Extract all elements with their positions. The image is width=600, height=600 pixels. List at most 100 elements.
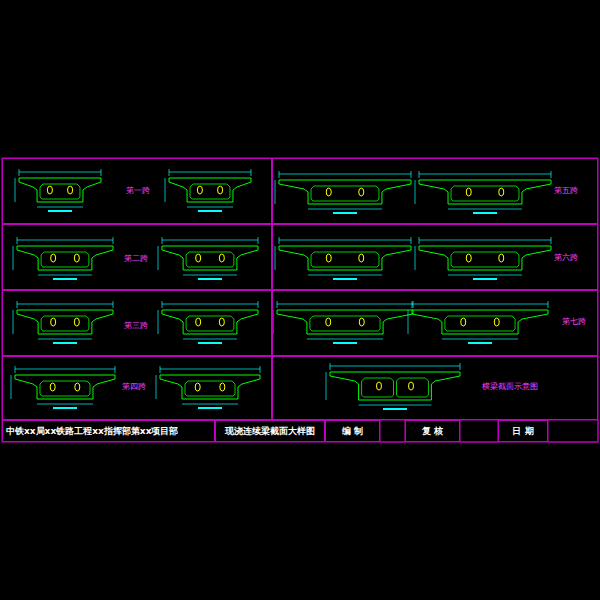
girder-outline	[169, 178, 251, 202]
box-void	[397, 378, 429, 397]
dimension-line	[419, 174, 551, 175]
box-void	[186, 252, 234, 267]
girder-outline	[160, 375, 260, 399]
title-block-cell: 现浇连续梁截面大样图	[215, 420, 325, 442]
dimension-tick	[19, 169, 20, 176]
box-void	[186, 316, 234, 331]
dimension-line	[162, 240, 258, 241]
dimension-line	[15, 178, 16, 202]
section-mark	[333, 342, 357, 344]
dimension-line	[162, 304, 258, 305]
duct-symbol	[359, 318, 364, 326]
title-block-cell: 编 制	[325, 420, 380, 442]
box-void	[185, 381, 235, 396]
dimension-line	[279, 174, 411, 175]
dimension-tick	[113, 301, 114, 308]
box-void	[311, 186, 379, 201]
section-mark	[468, 342, 492, 344]
dimension-line	[330, 366, 460, 367]
dimension-tick	[113, 237, 114, 244]
duct-symbol	[461, 318, 466, 326]
duct-symbol	[326, 254, 331, 262]
title-block-cell: 日 期	[498, 420, 548, 442]
box-void	[311, 252, 379, 267]
dimension-tick	[411, 237, 412, 244]
span-label: 第六跨	[553, 253, 579, 263]
duct-symbol	[196, 318, 201, 326]
dimension-tick	[17, 237, 18, 244]
title-text: 复 核	[422, 426, 443, 437]
span-panel: 第六跨	[272, 224, 598, 290]
box-void	[190, 184, 230, 199]
title-text: 现浇连续梁截面大样图	[225, 426, 315, 437]
duct-symbol	[466, 254, 471, 262]
box-void	[41, 316, 89, 331]
section-mark	[48, 210, 72, 212]
duct-symbol	[51, 318, 56, 326]
dimension-line	[11, 375, 12, 399]
dimension-tick	[330, 363, 331, 370]
dimension-tick	[160, 366, 161, 373]
girder-outline	[17, 246, 113, 270]
dimension-tick	[551, 171, 552, 178]
title-block-cell: 中铁xx局xx铁路工程xx指挥部第xx项目部	[2, 420, 215, 442]
dimension-line	[448, 209, 522, 210]
span-panel: 第一跨	[2, 158, 272, 224]
span-panel: 第四跨	[2, 356, 272, 420]
dimension-line	[359, 405, 432, 406]
span-label: 第三跨	[123, 321, 149, 331]
dimension-line	[415, 180, 416, 204]
duct-symbol	[326, 318, 331, 326]
title-block-cell: 复 核	[405, 420, 460, 442]
box-void	[41, 252, 89, 267]
duct-symbol	[376, 382, 381, 390]
section-mark	[333, 212, 357, 214]
span-panel: 第五跨	[272, 158, 598, 224]
duct-symbol	[50, 383, 55, 391]
section-mark	[198, 278, 222, 280]
dimension-tick	[162, 301, 163, 308]
dimension-tick	[460, 363, 461, 370]
duct-symbol	[195, 383, 200, 391]
dimension-line	[13, 246, 14, 270]
duct-symbol	[359, 188, 364, 196]
dimension-tick	[419, 171, 420, 178]
title-cell	[548, 420, 598, 442]
duct-symbol	[326, 188, 331, 196]
girder-outline	[419, 180, 551, 204]
duct-symbol	[74, 318, 79, 326]
dimension-line	[307, 339, 383, 340]
dimension-line	[156, 375, 157, 399]
section-mark	[383, 408, 407, 410]
dimension-line	[37, 404, 93, 405]
sheet-frame	[2, 158, 598, 442]
dimension-line	[275, 180, 276, 204]
dimension-line	[277, 304, 413, 305]
dimension-line	[183, 339, 237, 340]
girder-outline	[162, 310, 258, 334]
dimension-line	[415, 246, 416, 270]
dimension-line	[17, 304, 113, 305]
duct-symbol	[499, 188, 504, 196]
dimension-line	[442, 339, 518, 340]
box-void	[40, 184, 80, 199]
section-mark	[198, 210, 222, 212]
dimension-line	[408, 310, 409, 334]
dimension-line	[308, 275, 382, 276]
section-mark	[198, 342, 222, 344]
duct-symbol	[499, 254, 504, 262]
dimension-tick	[411, 171, 412, 178]
duct-symbol	[68, 186, 73, 194]
dimension-tick	[419, 237, 420, 244]
dimension-line	[165, 178, 166, 202]
girder-outline	[279, 180, 411, 204]
span-label: 第四跨	[121, 382, 147, 392]
girder-outline	[279, 246, 411, 270]
section-mark	[53, 278, 77, 280]
span-panel: 第三跨	[2, 290, 272, 356]
section-mark	[53, 407, 77, 409]
box-void	[362, 378, 394, 397]
dimension-line	[37, 207, 83, 208]
dimension-line	[38, 339, 92, 340]
